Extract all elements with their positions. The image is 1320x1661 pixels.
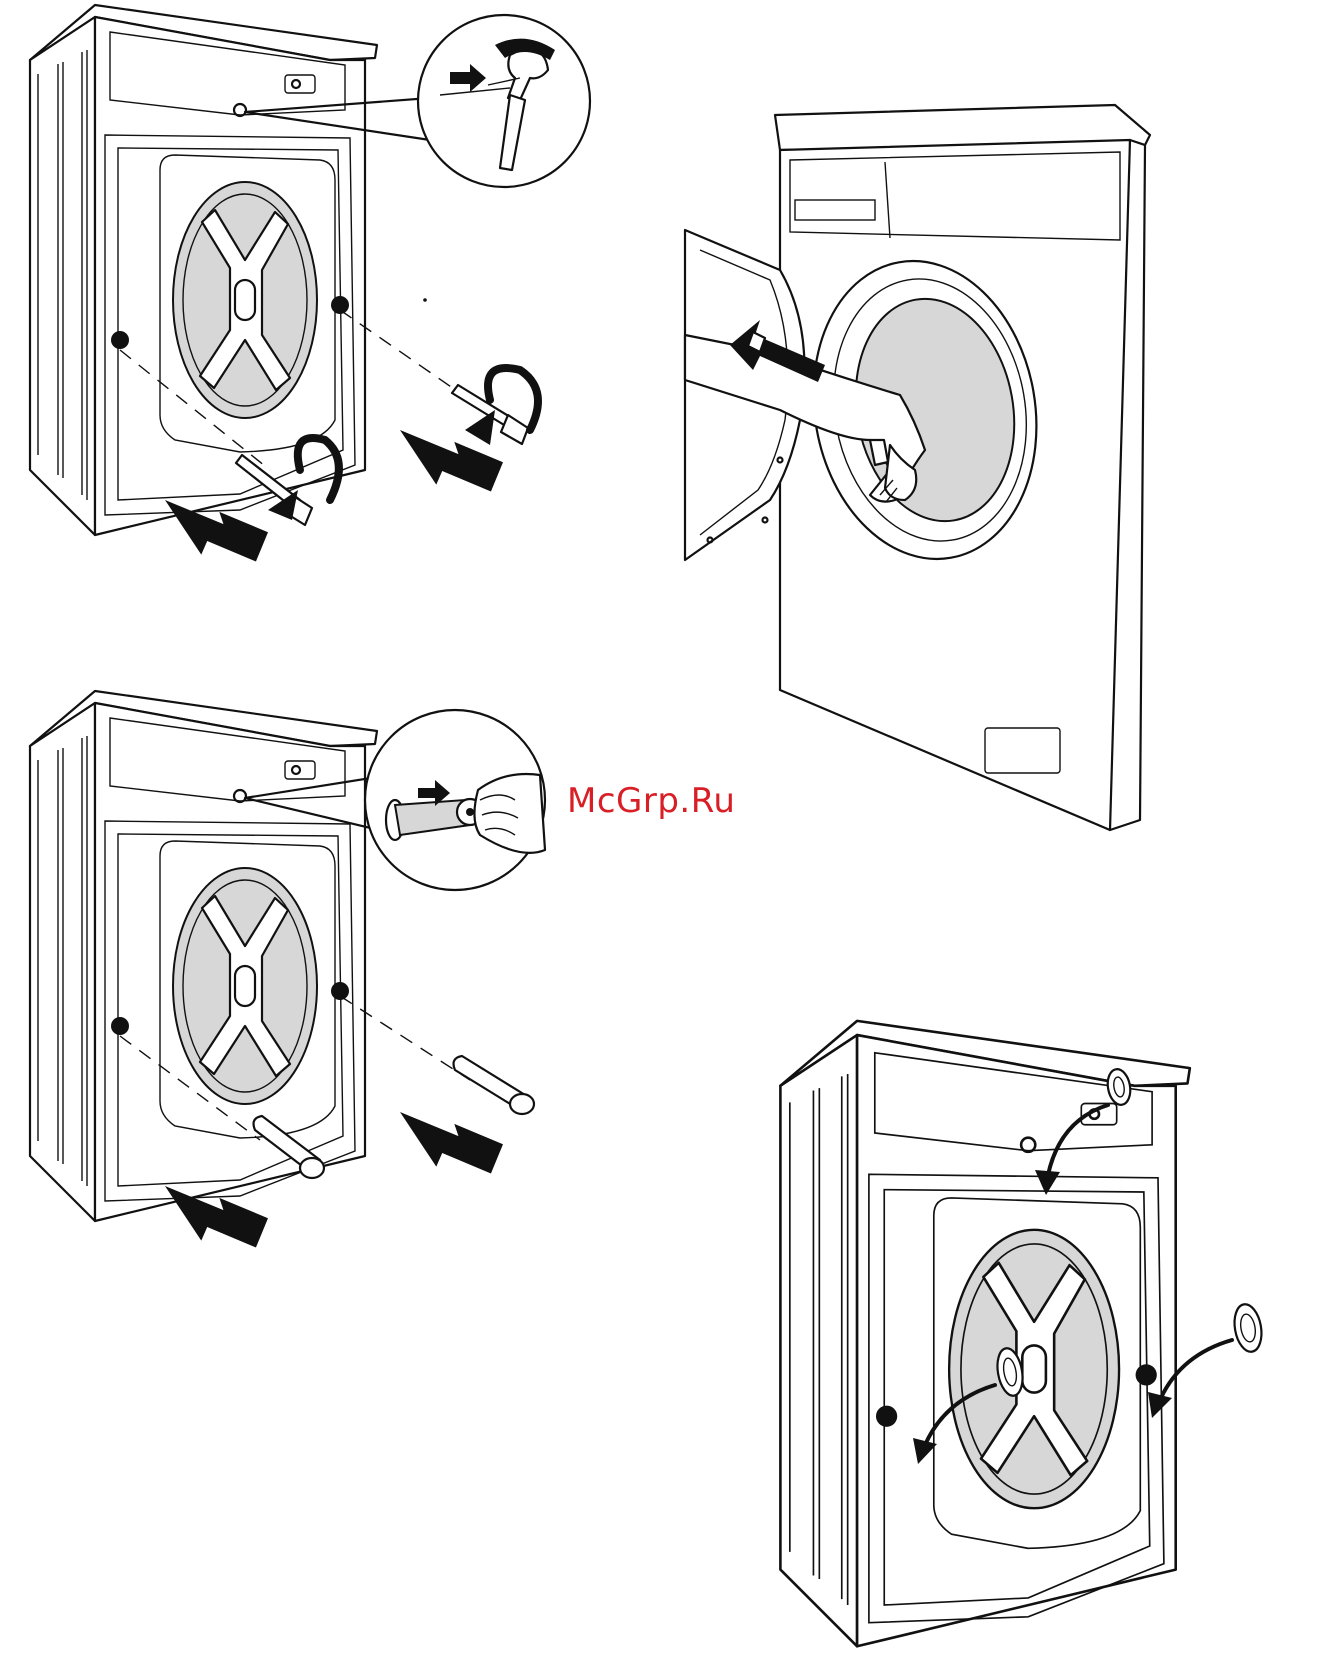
cap-icon xyxy=(1231,1302,1265,1354)
panel-remove-spacers xyxy=(30,691,545,1248)
panel-remove-from-drum xyxy=(685,105,1150,830)
watermark: McGrp.Ru xyxy=(567,776,735,826)
panel-insert-caps xyxy=(780,1021,1265,1646)
panel-remove-bolts xyxy=(30,5,590,562)
spacer-icon xyxy=(454,1056,534,1114)
